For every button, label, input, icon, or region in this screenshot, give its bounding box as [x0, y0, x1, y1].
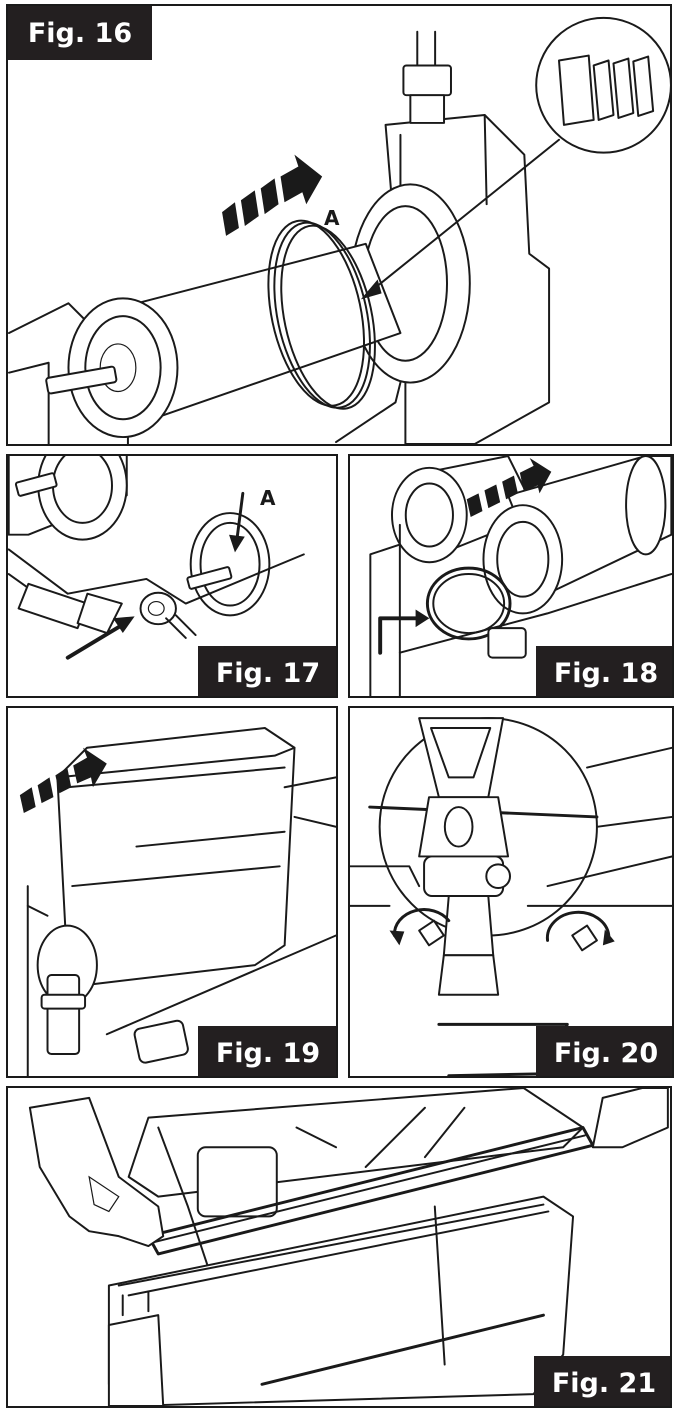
figure-20-illustration [350, 717, 672, 1076]
figure-16-panel: Fig. 16 A [6, 4, 672, 446]
figure-16-illustration [8, 16, 670, 444]
figure-16-label: Fig. 16 [8, 6, 152, 60]
figure-17-marker-a: A [260, 486, 276, 510]
figure-17-label: Fig. 17 [198, 646, 336, 696]
figure-20-panel: Fig. 20 [348, 706, 674, 1078]
figure-18-label: Fig. 18 [536, 646, 672, 696]
figure-19-label: Fig. 19 [198, 1026, 336, 1076]
figure-20-label: Fig. 20 [536, 1026, 672, 1076]
figure-19-illustration [19, 727, 336, 1076]
figure-21-label: Fig. 21 [534, 1356, 670, 1406]
figure-21-panel: Fig. 21 [6, 1086, 672, 1408]
figure-16-marker-a: A [324, 206, 340, 230]
figure-18-panel: Fig. 18 [348, 454, 674, 698]
figure-18-illustration [369, 456, 672, 696]
figure-17-illustration [8, 456, 305, 660]
figure-19-panel: Fig. 19 [6, 706, 338, 1078]
figure-17-panel: A Fig. 17 [6, 454, 338, 698]
figure-21-illustration [28, 1088, 669, 1406]
